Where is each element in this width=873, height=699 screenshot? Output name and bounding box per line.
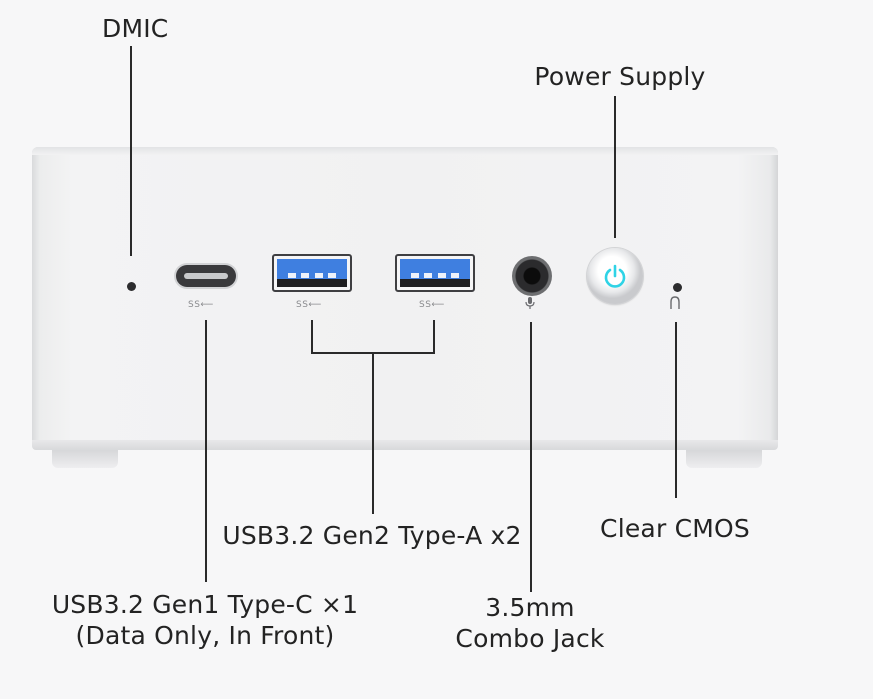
usb-c-label-line2: (Data Only, In Front) (75, 621, 335, 650)
usb-a-bracket-right (433, 320, 435, 354)
usb-superspeed-icon: SS⟵ (188, 300, 214, 310)
clear-cmos-leader-line (675, 322, 677, 498)
mini-pc-front-panel (32, 147, 778, 450)
microphone-headset-icon (525, 296, 535, 314)
usb-c-port (176, 265, 236, 287)
dmic-leader-line (130, 46, 132, 256)
usb-c-label-line1: USB3.2 Gen1 Type-C ×1 (51, 590, 359, 619)
left-foot (52, 450, 118, 468)
power-supply-label: Power Supply (534, 62, 706, 91)
jack-leader-line (530, 322, 532, 592)
jack-label-line2: Combo Jack (455, 624, 605, 653)
usb-c-leader-line (205, 320, 207, 582)
mini-pc-top-edge (32, 147, 778, 155)
usb-superspeed-icon: SS⟵ (419, 300, 445, 310)
usb-a-leader-line (372, 352, 374, 514)
cmos-reset-icon (669, 296, 681, 314)
right-foot (686, 450, 762, 468)
clear-cmos-hole (673, 283, 682, 292)
clear-cmos-label: Clear CMOS (600, 514, 750, 543)
usb-a-label: USB3.2 Gen2 Type-A x2 (222, 521, 522, 550)
power-button (587, 248, 643, 304)
usb-a-port-2 (395, 254, 475, 292)
power-leader-line (614, 96, 616, 238)
dmic-label: DMIC (102, 14, 169, 43)
audio-jack (512, 256, 552, 296)
usb-a-bracket-left (311, 320, 313, 354)
power-icon (604, 264, 626, 288)
dmic-hole (127, 282, 136, 291)
jack-label-line1: 3.5mm (485, 593, 575, 622)
usb-a-port-1 (272, 254, 352, 292)
usb-superspeed-icon: SS⟵ (296, 300, 322, 310)
mini-pc-bottom-edge (32, 440, 778, 450)
